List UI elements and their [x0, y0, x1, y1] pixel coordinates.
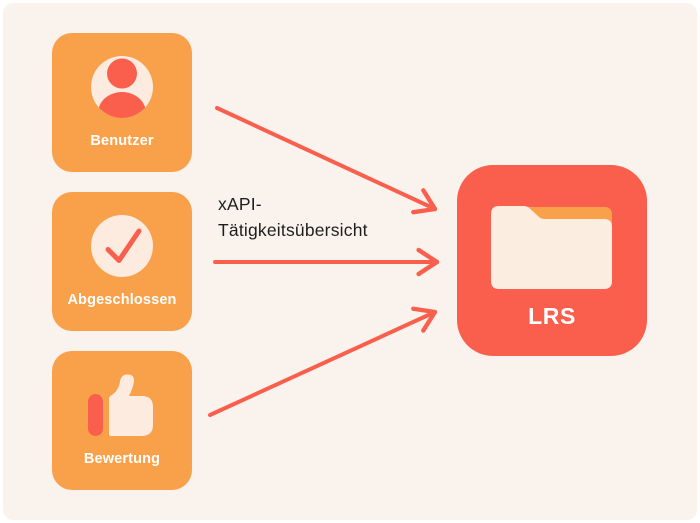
thumbs-up-icon [87, 373, 157, 437]
annotation-line1: xAPI- [218, 194, 262, 214]
target-card-lrs: LRS [457, 165, 647, 356]
folder-icon [491, 205, 613, 289]
user-icon [91, 55, 153, 119]
source-card-bewertung: Bewertung [52, 351, 192, 490]
source-card-benutzer: Benutzer [52, 33, 192, 172]
target-card-label: LRS [528, 303, 576, 329]
source-card-label: Benutzer [90, 133, 154, 149]
annotation-xapi: xAPI- Tätigkeitsübersicht [218, 192, 368, 243]
source-card-label: Abgeschlossen [67, 292, 177, 308]
source-card-abgeschlossen: Abgeschlossen [52, 192, 192, 331]
annotation-line2: Tätigkeitsübersicht [218, 219, 368, 240]
check-icon [91, 214, 153, 278]
source-card-label: Bewertung [83, 451, 161, 467]
